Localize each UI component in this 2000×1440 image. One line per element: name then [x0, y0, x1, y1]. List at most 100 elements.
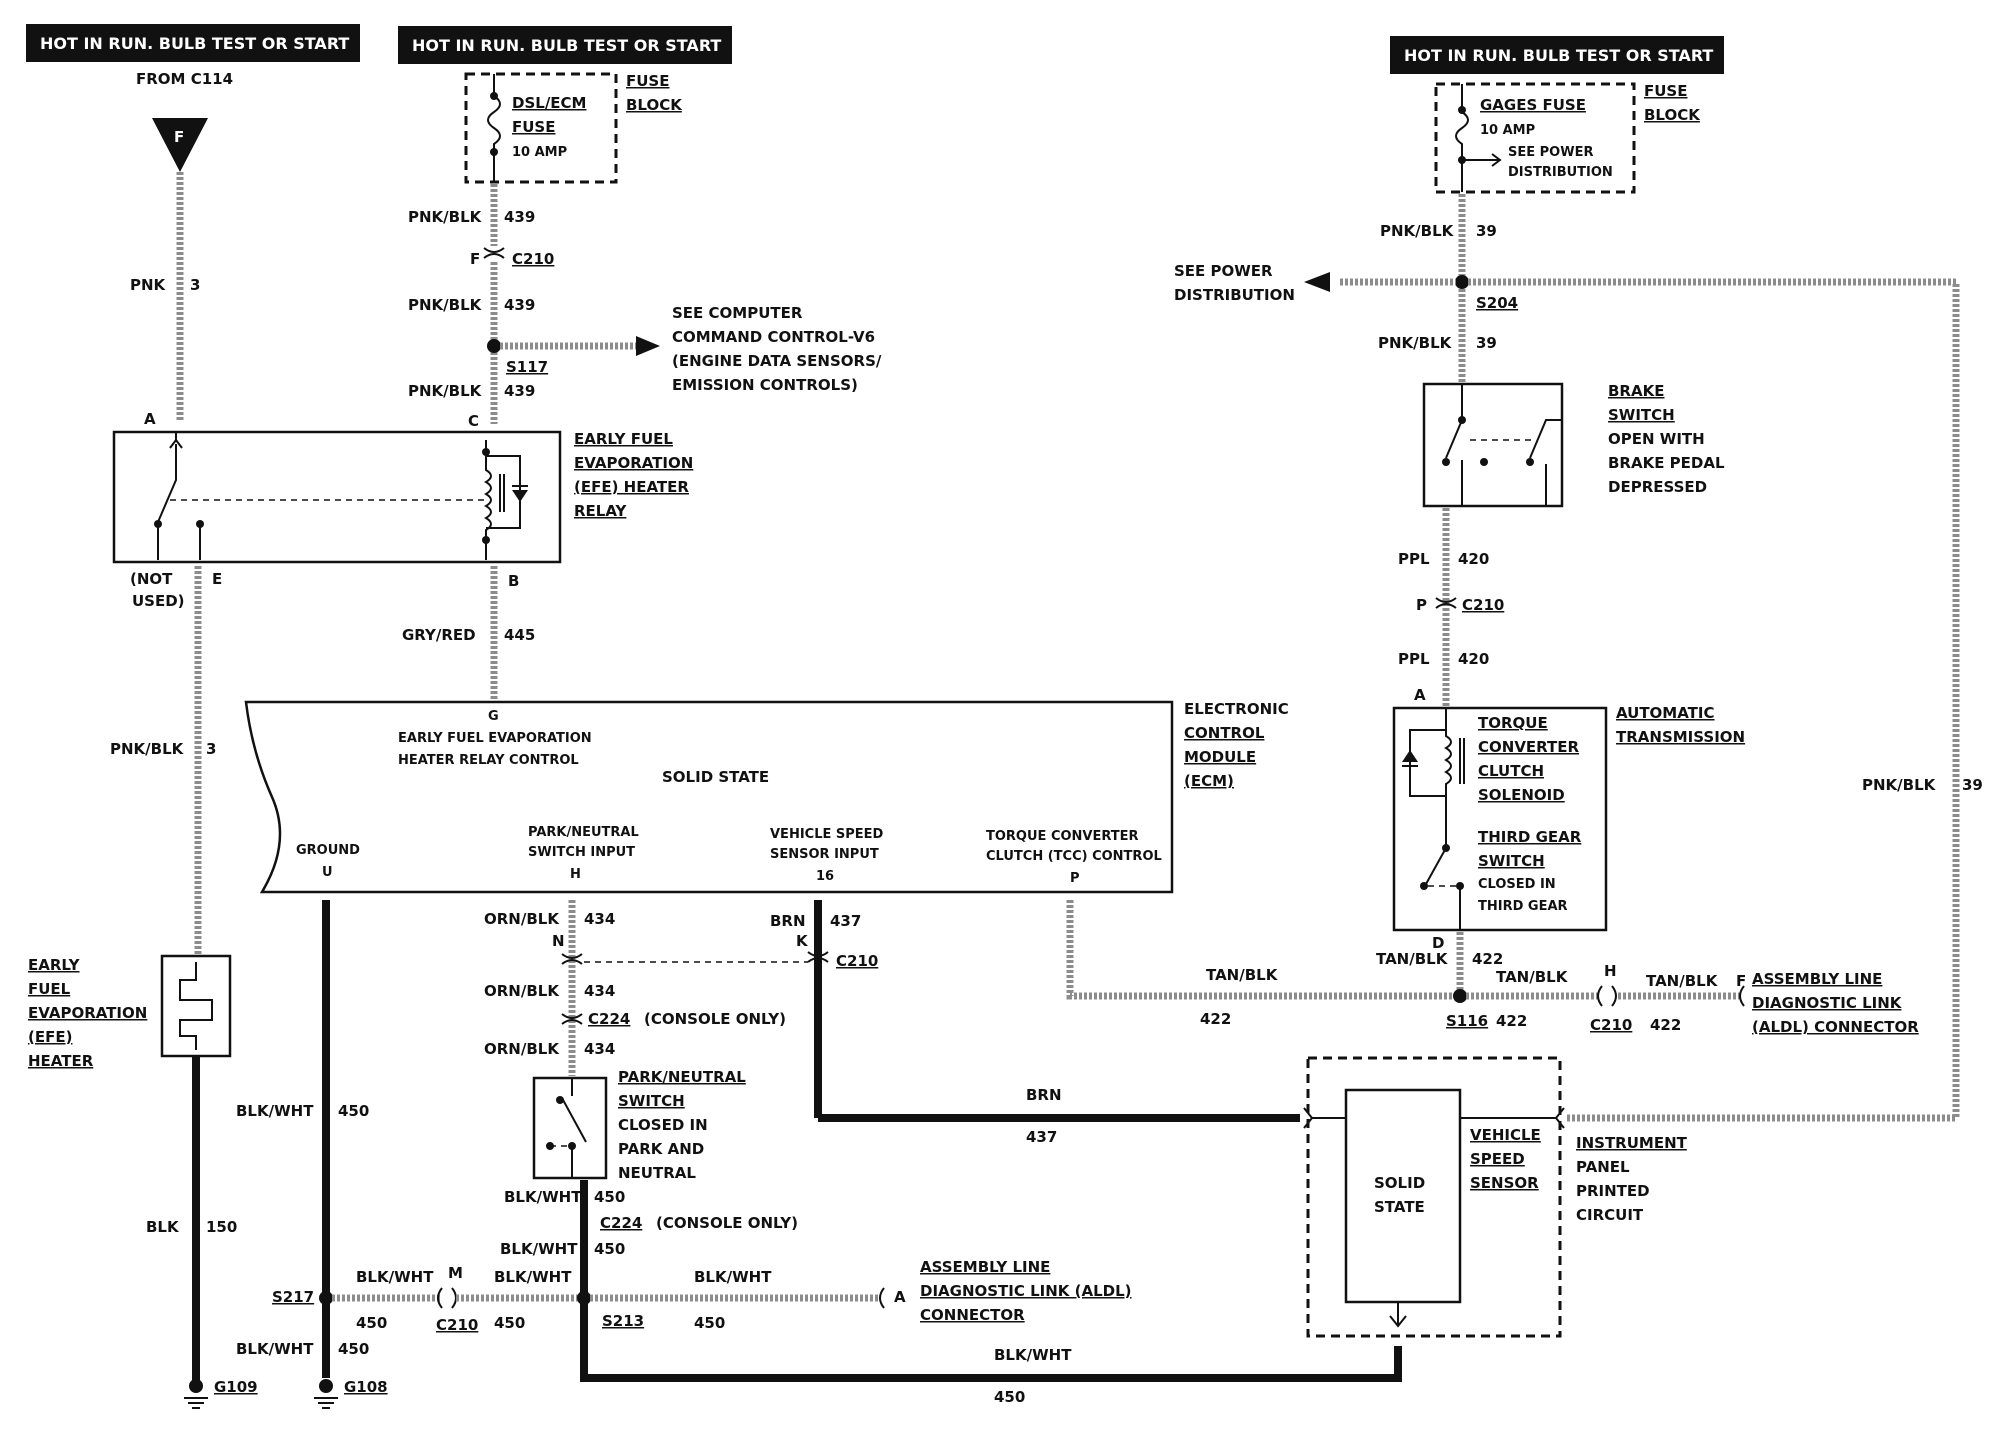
relay-diode-icon: [512, 490, 528, 502]
wire-450-e-color: BLK/WHT: [500, 1240, 578, 1258]
brake-switch-box: [1422, 382, 1564, 508]
auto-trans-box: [1392, 706, 1608, 932]
wire-434-a-num: 434: [584, 910, 615, 928]
header-3: HOT IN RUN. BULB TEST OR START: [1390, 36, 1724, 74]
aldl-pin-f: F: [1736, 972, 1746, 990]
vss-solid-state-box: [1344, 1088, 1462, 1304]
wire-437-num: 437: [830, 912, 861, 930]
efe-relay-label-4: RELAY: [574, 502, 628, 520]
fuse-1-node-bottom: [490, 148, 498, 156]
efe-relay-label-1: EARLY FUEL: [574, 430, 673, 448]
tcc-label-4: SOLENOID: [1478, 786, 1565, 804]
splice-s217-label: S217: [272, 1288, 314, 1306]
relay-coil-node-bottom: [482, 536, 490, 544]
c210-pin-m: M: [448, 1264, 463, 1282]
pin-n-label: N: [552, 932, 565, 950]
relay-coil: [484, 440, 492, 560]
wire-39-loop-num: 39: [1962, 776, 1983, 794]
wire-450-a-num: 450: [338, 1102, 369, 1120]
wire-422-a-color: TAN/BLK: [1376, 950, 1449, 968]
fuse-1-amp: 10 AMP: [512, 145, 567, 160]
vss-solid-state-2: STATE: [1374, 1198, 1425, 1216]
c210-k-label: C210: [836, 952, 878, 970]
aldl-label-1: ASSEMBLY LINE: [920, 1258, 1050, 1276]
efe-heater-label-1: EARLY: [28, 956, 81, 974]
efe-heater-label-4: (EFE): [28, 1028, 72, 1046]
efe-heater-label-2: FUEL: [28, 980, 71, 998]
wire-39-b-num: 39: [1476, 334, 1497, 352]
fuse-block-1-label-1: FUSE: [626, 72, 669, 90]
third-gear-contact-1: [1442, 844, 1450, 852]
c210-p-connector-icon: [1435, 597, 1457, 609]
fuse-block-1-label-2: BLOCK: [626, 96, 683, 114]
brake-label-4: BRAKE PEDAL: [1608, 454, 1725, 472]
ecm-tcc-2: CLUTCH (TCC) CONTROL: [986, 849, 1162, 864]
wire-blk-num: 150: [206, 1218, 237, 1236]
wire-39-loop-color: PNK/BLK: [1862, 776, 1937, 794]
third-gear-contact-3: [1456, 882, 1464, 890]
fuse-1-node-top: [490, 92, 498, 100]
instrument-panel-box: [1306, 1056, 1562, 1338]
ecm-solid-state: SOLID STATE: [662, 768, 769, 786]
wire-450-e-num: 450: [594, 1240, 625, 1258]
aldl-a-connector-icon: [879, 1287, 885, 1309]
wire-437-color: BRN: [770, 912, 806, 930]
third-gear-label-3: CLOSED IN: [1478, 877, 1556, 892]
pn-switch-label-3: CLOSED IN: [618, 1116, 708, 1134]
tcc-diode-icon: [1402, 750, 1418, 762]
ecm-pin-h: H: [570, 867, 581, 882]
ipc-label-4: CIRCUIT: [1576, 1206, 1644, 1224]
triangle-letter: F: [174, 128, 184, 146]
splice-s117: [487, 339, 501, 353]
fuse-1-name-1: DSL/ECM: [512, 94, 586, 112]
wire-39-b-color: PNK/BLK: [1378, 334, 1453, 352]
fuse-block-2-label-1: FUSE: [1644, 82, 1687, 100]
ecm-label-4: (ECM): [1184, 772, 1234, 790]
aldl-right-label-3: (ALDL) CONNECTOR: [1752, 1018, 1919, 1036]
ecm-pin-g: G: [488, 709, 499, 724]
ecm-vss-input-2: SENSOR INPUT: [770, 847, 879, 862]
brake-contact-4: [1526, 458, 1534, 466]
tcc-solenoid-coil: [1444, 708, 1452, 830]
efe-heater-label-3: EVAPORATION: [28, 1004, 147, 1022]
ground-g109-icon: [184, 1379, 208, 1409]
c210-pin-f: F: [470, 250, 480, 268]
ground-g108-icon: [314, 1379, 338, 1409]
fuse-2-icon: [1455, 84, 1469, 192]
pn-switch-label-2: SWITCH: [618, 1092, 685, 1110]
not-used-label-1: (NOT: [130, 570, 173, 588]
arrow-to-computer-icon: [636, 336, 660, 356]
ecm-label-1: ELECTRONIC: [1184, 700, 1289, 718]
ecm-label-3: MODULE: [1184, 748, 1256, 766]
ecm-tcc-1: TORQUE CONVERTER: [986, 829, 1139, 844]
relay-pin-a-arrow: [169, 432, 183, 449]
ecm-pin-p: P: [1070, 871, 1080, 886]
efe-relay-box: [112, 430, 562, 564]
efe-heater-label-5: HEATER: [28, 1052, 94, 1070]
c210-h-connector-icon: [1597, 985, 1617, 1007]
auto-trans-label-2: TRANSMISSION: [1616, 728, 1745, 746]
fuse-block-2-label-2: BLOCK: [1644, 106, 1701, 124]
ecm-pn-input-1: PARK/NEUTRAL: [528, 825, 639, 840]
aldl-f-connector-icon: [1739, 985, 1745, 1007]
ecm-label-2: CONTROL: [1184, 724, 1265, 742]
wire-450-pn-num: 450: [594, 1188, 625, 1206]
tcc-label-1: TORQUE: [1478, 714, 1548, 732]
wire-422-right-color: TAN/BLK: [1646, 972, 1719, 990]
tcc-diode-loop: [1409, 729, 1446, 797]
fuse-1-icon: [487, 74, 501, 182]
ecm-relay-ctrl-1: EARLY FUEL EVAPORATION: [398, 731, 592, 746]
wire-450-d-color: BLK/WHT: [494, 1268, 572, 1286]
ecm-pin-u: U: [322, 865, 333, 880]
tcc-label-2: CONVERTER: [1478, 738, 1580, 756]
not-used-label-2: USED): [132, 592, 185, 610]
ecm-vss-input-1: VEHICLE SPEED: [770, 827, 884, 842]
brake-label-2: SWITCH: [1608, 406, 1675, 424]
wire-422-to-ecm: [1066, 900, 1454, 1000]
gages-fuse-amp: 10 AMP: [1480, 123, 1535, 138]
splice-s116: [1453, 989, 1467, 1003]
vss-solid-state-1: SOLID: [1374, 1174, 1425, 1192]
wire-439-a-num: 439: [504, 208, 535, 226]
wire-434-b-color: ORN/BLK: [484, 982, 560, 1000]
c210-k-connector-icon: [807, 951, 829, 963]
